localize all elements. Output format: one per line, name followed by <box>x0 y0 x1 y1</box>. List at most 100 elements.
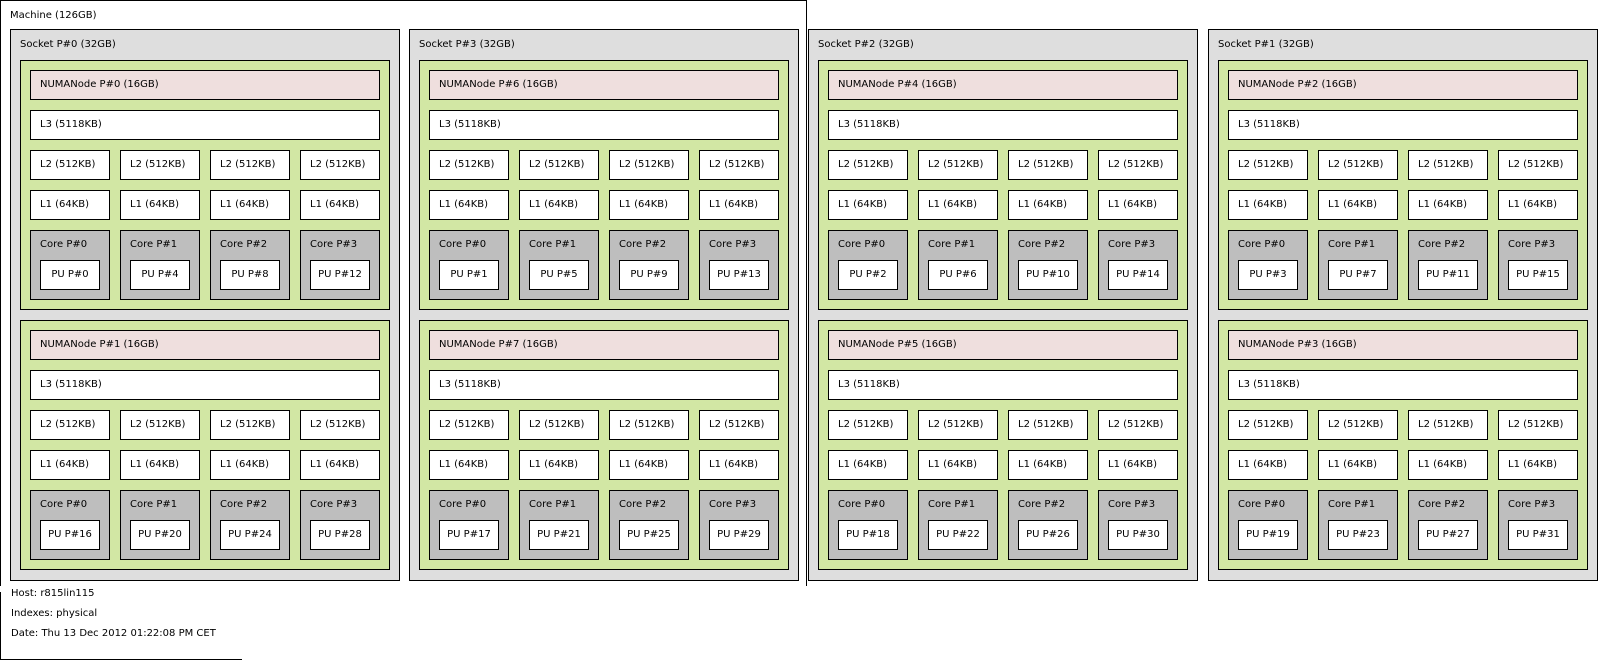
l1-cache: L1 (64KB) <box>210 190 290 220</box>
l1-cache: L1 (64KB) <box>300 190 380 220</box>
l1-cache-label: L1 (64KB) <box>1328 459 1378 470</box>
numa-container: NUMANode P#4 (16GB)L3 (5118KB)L2 (512KB)… <box>818 60 1188 310</box>
l1-cache: L1 (64KB) <box>300 450 380 480</box>
l2-cache-label: L2 (512KB) <box>40 159 96 170</box>
l2-cache-label: L2 (512KB) <box>310 159 366 170</box>
l1-cache: L1 (64KB) <box>828 190 908 220</box>
l2-cache: L2 (512KB) <box>1008 150 1088 180</box>
l1-cache: L1 (64KB) <box>1318 190 1398 220</box>
pu-label: PU P#21 <box>537 529 581 540</box>
l2-cache: L2 (512KB) <box>210 150 290 180</box>
numa-node-bar: NUMANode P#0 (16GB) <box>30 70 380 100</box>
pu-label: PU P#25 <box>627 529 671 540</box>
l1-cache-label: L1 (64KB) <box>1018 459 1068 470</box>
l2-cache-label: L2 (512KB) <box>619 159 675 170</box>
l2-cache-label: L2 (512KB) <box>709 159 765 170</box>
l1-cache-label: L1 (64KB) <box>838 459 888 470</box>
l3-cache-label: L3 (5118KB) <box>1238 379 1300 390</box>
core-label: Core P#1 <box>529 239 577 250</box>
l1-cache-label: L1 (64KB) <box>1108 199 1158 210</box>
l2-cache-label: L2 (512KB) <box>1328 419 1384 430</box>
l1-cache: L1 (64KB) <box>120 190 200 220</box>
numa-container: NUMANode P#3 (16GB)L3 (5118KB)L2 (512KB)… <box>1218 320 1588 570</box>
l2-cache: L2 (512KB) <box>1318 150 1398 180</box>
l2-cache-label: L2 (512KB) <box>529 159 585 170</box>
l3-cache: L3 (5118KB) <box>30 110 380 140</box>
socket-label: Socket P#1 (32GB) <box>1218 39 1314 50</box>
l1-cache: L1 (64KB) <box>1228 450 1308 480</box>
pu-label: PU P#14 <box>1116 269 1160 280</box>
core-label: Core P#0 <box>838 499 886 510</box>
l1-cache: L1 (64KB) <box>1008 190 1088 220</box>
l1-cache: L1 (64KB) <box>30 450 110 480</box>
core-label: Core P#0 <box>439 239 487 250</box>
pu-label: PU P#1 <box>450 269 488 280</box>
core-label: Core P#1 <box>529 499 577 510</box>
l1-cache-label: L1 (64KB) <box>619 459 669 470</box>
core-label: Core P#2 <box>1418 499 1466 510</box>
socket-label: Socket P#0 (32GB) <box>20 39 116 50</box>
date-label: Date: Thu 13 Dec 2012 01:22:08 PM CET <box>11 628 216 639</box>
l1-cache: L1 (64KB) <box>699 190 779 220</box>
l1-cache-label: L1 (64KB) <box>928 459 978 470</box>
l3-cache-label: L3 (5118KB) <box>838 119 900 130</box>
l1-cache-label: L1 (64KB) <box>130 199 180 210</box>
numa-container: NUMANode P#0 (16GB) L3 (5118KB) L2 (512KB)… <box>20 60 390 310</box>
l3-cache-label: L3 (5118KB) <box>439 379 501 390</box>
l1-cache-label: L1 (64KB) <box>1418 199 1468 210</box>
core: Core P#0 PU P#1 <box>429 230 509 300</box>
l2-cache-label: L2 (512KB) <box>928 419 984 430</box>
pu-label: PU P#28 <box>318 529 362 540</box>
l2-cache: L2 (512KB) <box>210 410 290 440</box>
pu: PU P#26 <box>1018 520 1078 550</box>
l2-cache: L2 (512KB) <box>429 410 509 440</box>
pu-label: PU P#2 <box>849 269 887 280</box>
l2-cache: L2 (512KB) <box>1008 410 1088 440</box>
l2-cache: L2 (512KB) <box>120 410 200 440</box>
core-label: Core P#2 <box>1418 239 1466 250</box>
core-label: Core P#3 <box>709 239 757 250</box>
l2-cache-label: L2 (512KB) <box>1508 419 1564 430</box>
l2-cache: L2 (512KB) <box>1098 150 1178 180</box>
pu: PU P#6 <box>928 260 988 290</box>
l2-cache-label: L2 (512KB) <box>1018 419 1074 430</box>
l2-cache-label: L2 (512KB) <box>838 159 894 170</box>
l1-cache-label: L1 (64KB) <box>1018 199 1068 210</box>
l1-cache-label: L1 (64KB) <box>1508 459 1558 470</box>
l2-cache-label: L2 (512KB) <box>928 159 984 170</box>
core-label: Core P#3 <box>310 499 358 510</box>
pu: PU P#24 <box>220 520 280 550</box>
core-label: Core P#1 <box>130 239 178 250</box>
l2-cache: L2 (512KB) <box>699 150 779 180</box>
l3-cache: L3 (5118KB) <box>1228 110 1578 140</box>
core-label: Core P#3 <box>310 239 358 250</box>
l2-cache: L2 (512KB) <box>30 150 110 180</box>
numa-container: NUMANode P#5 (16GB)L3 (5118KB)L2 (512KB)… <box>818 320 1188 570</box>
l2-cache-label: L2 (512KB) <box>709 419 765 430</box>
pu: PU P#10 <box>1018 260 1078 290</box>
l1-cache: L1 (64KB) <box>1098 190 1178 220</box>
l1-cache: L1 (64KB) <box>1098 450 1178 480</box>
socket: Socket P#2 (32GB)NUMANode P#4 (16GB)L3 (… <box>808 29 1198 581</box>
numa-node-label: NUMANode P#0 (16GB) <box>40 79 159 90</box>
core-label: Core P#0 <box>40 239 88 250</box>
l1-cache-label: L1 (64KB) <box>439 199 489 210</box>
core-label: Core P#1 <box>130 499 178 510</box>
pu-label: PU P#8 <box>231 269 269 280</box>
l2-cache-label: L2 (512KB) <box>130 159 186 170</box>
l1-cache: L1 (64KB) <box>429 450 509 480</box>
l1-cache-label: L1 (64KB) <box>838 199 888 210</box>
core: Core P#3 PU P#28 <box>300 490 380 560</box>
l1-cache-label: L1 (64KB) <box>439 459 489 470</box>
l1-cache: L1 (64KB) <box>1498 450 1578 480</box>
